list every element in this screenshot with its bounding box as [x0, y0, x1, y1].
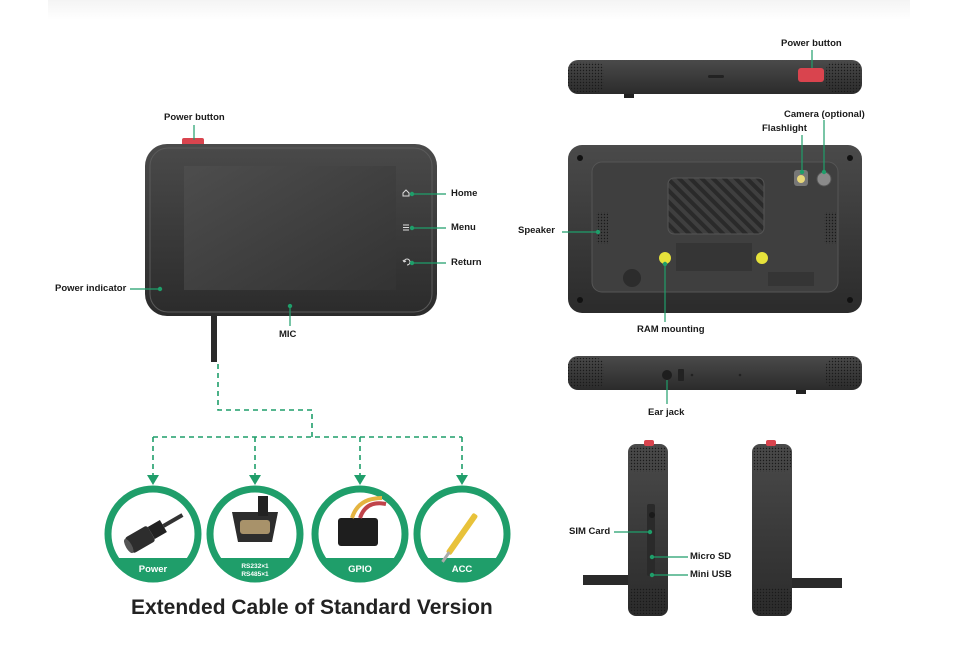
cable-power-label: Power — [138, 564, 168, 575]
label-home: Home — [451, 188, 478, 199]
back-view — [568, 145, 862, 313]
label-speaker: Speaker — [518, 225, 555, 236]
cable-acc-label: ACC — [451, 564, 473, 575]
cable-stub — [211, 316, 217, 362]
top-edge-view — [568, 60, 862, 98]
label-ram-mounting: RAM mounting — [637, 324, 705, 335]
label-flashlight: Flashlight — [762, 123, 807, 134]
label-camera: Camera (optional) — [784, 109, 865, 120]
side-view-left — [583, 440, 668, 616]
label-return: Return — [451, 257, 482, 268]
cable-gpio-label: GPIO — [348, 564, 372, 575]
bottom-edge-view — [568, 356, 862, 394]
cable-tree — [152, 364, 463, 476]
label-sim-card: SIM Card — [569, 526, 611, 537]
cable-serial-label-2: RS485×1 — [241, 571, 269, 578]
front-device — [145, 138, 437, 362]
label-power-button-top: Power button — [781, 38, 842, 49]
label-micro-sd: Micro SD — [690, 551, 732, 562]
label-menu: Menu — [451, 222, 476, 233]
label-ear-jack: Ear jack — [648, 407, 685, 418]
top-bar — [48, 0, 910, 20]
label-power-button-front: Power button — [164, 112, 225, 123]
side-view-right — [752, 440, 842, 616]
front-hard-keys — [402, 189, 411, 266]
label-power-indicator: Power indicator — [55, 283, 127, 294]
label-mini-usb: Mini USB — [690, 569, 732, 580]
cable-circles — [104, 485, 511, 583]
page-title: Extended Cable of Standard Version — [131, 596, 493, 619]
label-mic: MIC — [279, 329, 297, 340]
cable-serial-label-1: RS232×1 — [241, 563, 269, 570]
front-screen — [184, 166, 396, 290]
